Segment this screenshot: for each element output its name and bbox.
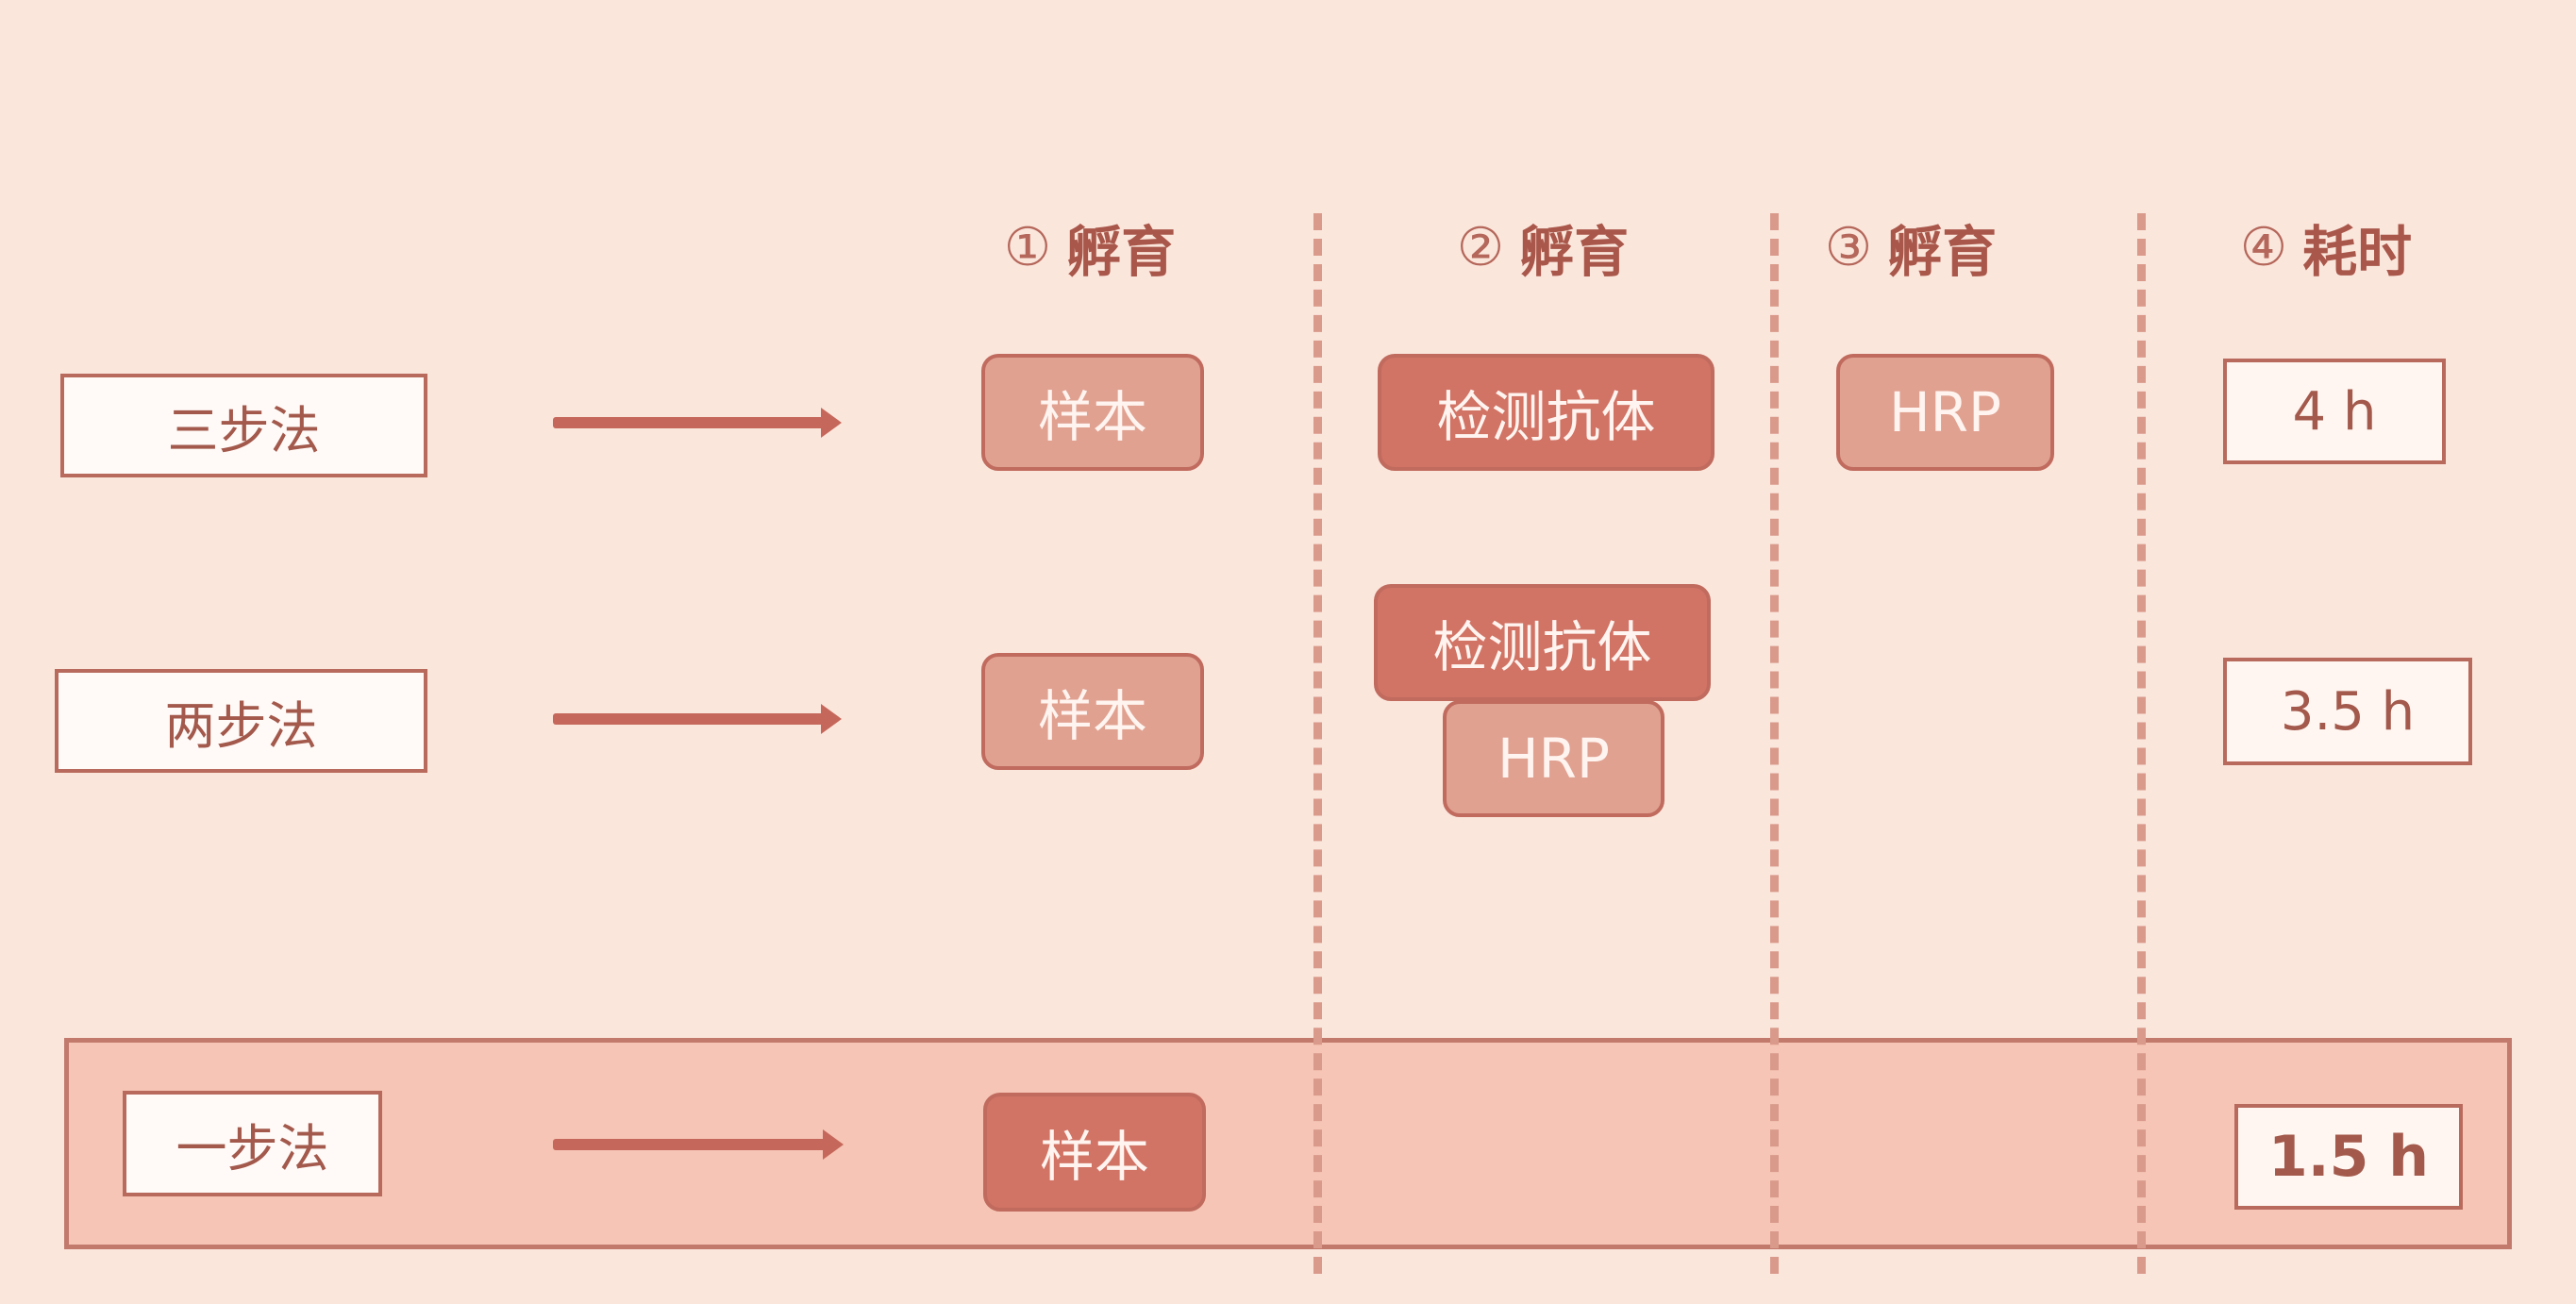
column-header-label-2: 孵育 xyxy=(1519,220,1630,284)
column-header-time: ④ 耗时 xyxy=(2184,209,2467,285)
one-step-highlight-band xyxy=(64,1038,2512,1249)
step-number-2: ② xyxy=(1456,216,1505,278)
arrow-three-step xyxy=(553,417,828,428)
chip-sample-three-step: 样本 xyxy=(981,354,1204,471)
chip-hrp-two-step: HRP xyxy=(1443,700,1664,817)
method-label-three-step: 三步法 xyxy=(60,374,427,477)
arrow-two-step xyxy=(553,713,828,725)
time-one-step: 1.5 h xyxy=(2234,1104,2463,1210)
column-header-label-1: 孵育 xyxy=(1066,220,1177,284)
step-number-1: ① xyxy=(1003,216,1052,278)
column-header-label-3: 孵育 xyxy=(1887,220,1998,284)
column-divider-1 xyxy=(1313,213,1322,1274)
column-header-incubation-1: ① 孵育 xyxy=(948,209,1231,285)
method-label-two-step: 两步法 xyxy=(55,669,427,773)
column-divider-3 xyxy=(2137,213,2146,1274)
column-header-incubation-3: ③ 孵育 xyxy=(1769,209,2052,285)
chip-sample-one-step: 样本 xyxy=(983,1093,1206,1212)
column-divider-2 xyxy=(1770,213,1779,1274)
time-two-step: 3.5 h xyxy=(2223,658,2472,765)
column-header-incubation-2: ② 孵育 xyxy=(1401,209,1684,285)
time-three-step: 4 h xyxy=(2223,359,2446,464)
method-label-one-step: 一步法 xyxy=(123,1091,382,1196)
chip-hrp-three-step: HRP xyxy=(1836,354,2054,471)
column-header-label-4: 耗时 xyxy=(2302,220,2413,284)
step-number-4: ④ xyxy=(2239,216,2288,278)
arrow-one-step xyxy=(553,1139,830,1150)
chip-sample-two-step: 样本 xyxy=(981,653,1204,770)
step-number-3: ③ xyxy=(1824,216,1873,278)
chip-detection-antibody-three-step: 检测抗体 xyxy=(1378,354,1715,471)
chip-detection-antibody-two-step: 检测抗体 xyxy=(1374,584,1711,701)
